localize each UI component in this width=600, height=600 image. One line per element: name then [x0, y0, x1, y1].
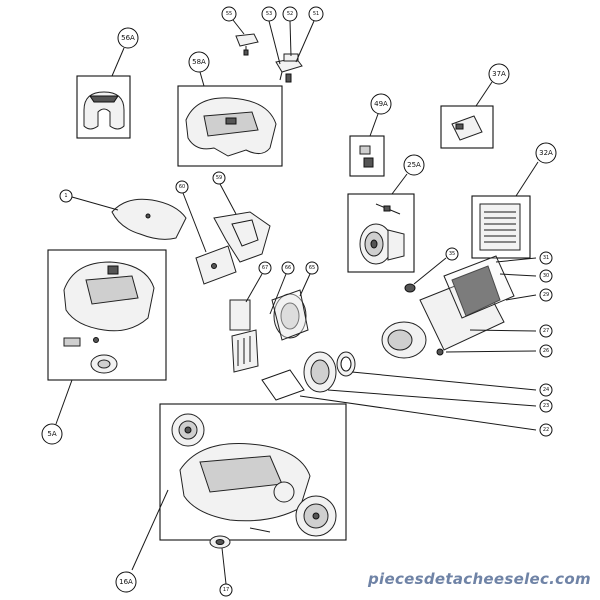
callout-35 — [445, 247, 459, 261]
callout-label-16a: 16A — [119, 578, 133, 586]
exhaust-filter — [451, 265, 501, 317]
callout-60 — [175, 180, 189, 194]
callout-label-5a: 5A — [47, 430, 56, 438]
callout-label-37a: 37A — [492, 70, 506, 78]
part-group-60-59: 60 59 — [175, 171, 271, 285]
filter-sheet-67 — [229, 299, 251, 331]
callout-label-35: 35 — [449, 251, 455, 257]
callout-27 — [539, 324, 553, 338]
filter-frame-66 — [231, 329, 259, 373]
callout-58a — [188, 51, 210, 73]
callout-label-1: 1 — [64, 193, 67, 199]
callout-label-53: 53 — [266, 11, 272, 17]
callout-label-27: 27 — [543, 328, 549, 334]
callout-26 — [539, 344, 553, 358]
grille-part — [479, 203, 521, 251]
callout-label-25a: 25A — [407, 161, 421, 169]
callout-32a — [535, 142, 557, 164]
callout-49a — [370, 93, 392, 115]
callout-label-52: 52 — [287, 11, 293, 17]
callout-label-23: 23 — [543, 403, 549, 409]
part-group-49a: 49A — [349, 93, 392, 177]
part-group-58a: 58A — [177, 51, 283, 167]
callout-label-60: 60 — [179, 184, 185, 190]
callout-label-51: 51 — [313, 11, 319, 17]
lid-part — [111, 198, 187, 240]
callout-16a — [115, 571, 137, 593]
part-group-16a: 16A 17 — [115, 403, 347, 597]
callout-67 — [258, 261, 272, 275]
part-group-56a: 56A — [76, 27, 139, 139]
callout-label-17: 17 — [223, 587, 229, 593]
callout-label-29: 29 — [543, 292, 549, 298]
part-group-switches: 55 53 52 51 — [221, 6, 324, 83]
callout-label-59: 59 — [216, 175, 222, 181]
callout-label-31: 31 — [543, 255, 549, 261]
gasket-part-22 — [261, 369, 305, 401]
part-group-37a: 37A — [440, 63, 510, 149]
callout-label-58a: 58A — [192, 58, 206, 66]
callout-55 — [221, 6, 237, 22]
callout-label-49a: 49A — [374, 100, 388, 108]
part-group-67-66-65: 67 66 65 — [229, 261, 319, 373]
part-group-24-23-22: 24 23 22 — [261, 351, 553, 437]
callout-1 — [59, 189, 73, 203]
callout-label-55: 55 — [226, 11, 232, 17]
callout-label-65: 65 — [309, 265, 315, 271]
callout-22 — [539, 423, 553, 437]
callout-25a — [403, 154, 425, 176]
callout-23 — [539, 399, 553, 413]
callout-37a — [488, 63, 510, 85]
handle-grip — [89, 95, 119, 103]
callout-51 — [308, 6, 324, 22]
callout-label-67: 67 — [262, 265, 268, 271]
switch-part-55 — [235, 33, 259, 47]
callout-31 — [539, 251, 553, 265]
callout-17 — [219, 583, 233, 597]
callout-66 — [281, 261, 295, 275]
callout-56a — [117, 27, 139, 49]
callout-24 — [539, 383, 553, 397]
watermark-text: piecesdetacheeselec.com — [367, 570, 591, 588]
callout-5a — [41, 423, 63, 445]
part-group-5a: 5A — [41, 249, 167, 445]
callout-65 — [305, 261, 319, 275]
callout-29 — [539, 288, 553, 302]
callout-label-24: 24 — [543, 387, 549, 393]
callout-30 — [539, 269, 553, 283]
callout-label-66: 66 — [285, 265, 291, 271]
callout-label-26: 26 — [543, 348, 549, 354]
frame-part-59 — [213, 211, 271, 263]
part-group-32a: 32A — [471, 142, 557, 259]
callout-label-32a: 32A — [539, 149, 553, 157]
callout-59 — [212, 171, 226, 185]
callout-label-30: 30 — [543, 273, 549, 279]
part-group-1: 1 — [59, 189, 187, 240]
part-group-exhaust: 35 31 30 29 27 26 — [381, 247, 553, 359]
callout-label-56a: 56A — [121, 34, 135, 42]
part-group-25a: 25A — [347, 154, 425, 273]
callout-label-22: 22 — [543, 427, 549, 433]
top-cover-button — [225, 117, 237, 125]
detail-box-49a — [349, 135, 385, 177]
